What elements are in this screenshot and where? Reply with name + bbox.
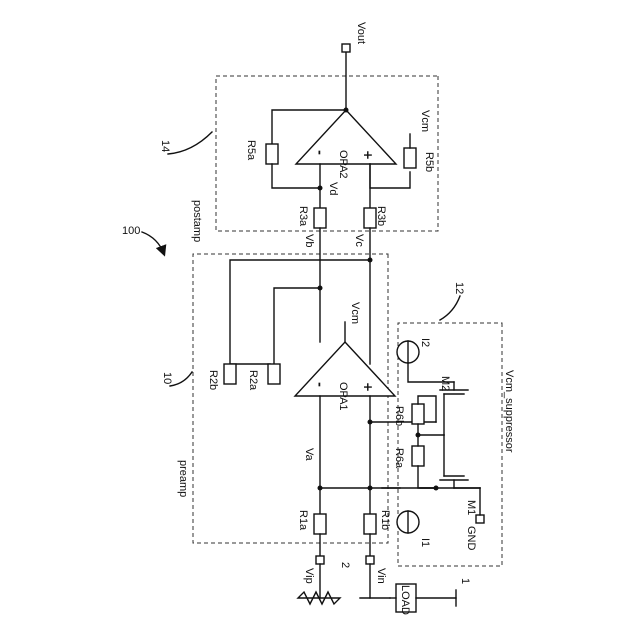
opa2-minus: - [313, 150, 327, 155]
figure-number-label: 100 [122, 225, 140, 237]
vc-suppressor-node [368, 420, 373, 425]
vip-terminal[interactable] [316, 556, 324, 564]
vcm-suppressor-number: 12 [453, 282, 465, 294]
r1b-resistor [364, 514, 376, 534]
gnd-terminal[interactable] [476, 515, 484, 523]
vcm-suppressor-label: Vcm_suppressor [503, 370, 515, 453]
r5a-feedback-wire-bottom [272, 164, 320, 188]
r6b-label: R6b [393, 406, 405, 426]
opa2-vcm-label: Vcm [419, 110, 431, 132]
r5a-resistor [266, 144, 278, 164]
i2-label: I2 [419, 338, 431, 347]
r3b-label: R3b [375, 206, 387, 226]
r3a-resistor [314, 208, 326, 228]
r5b-resistor [404, 148, 416, 168]
r6a-label: R6a [393, 448, 405, 469]
vb-label: Vb [303, 234, 315, 247]
r2b-label: R2b [207, 370, 219, 390]
r6a-wire [418, 466, 436, 488]
opa1-plus: + [361, 382, 375, 392]
vout-label: Vout [355, 22, 367, 44]
preamp-label: preamp [177, 460, 189, 497]
m1-label: M1 [465, 500, 477, 515]
r5a-label: R5a [245, 140, 257, 161]
r2a-resistor [268, 364, 280, 384]
r3a-label: R3a [297, 206, 309, 227]
vin-terminal[interactable] [366, 556, 374, 564]
postamp-number: 14 [159, 140, 171, 152]
r2a-label: R2a [247, 370, 259, 391]
opa2-plus: + [361, 150, 375, 160]
rotated-schematic: preamp 10 postamp 14 Vcm_suppressor 12 V… [159, 22, 515, 615]
vout-terminal[interactable] [342, 44, 350, 52]
r1b-label: R1b [379, 510, 391, 530]
load-label: LOAD [399, 585, 411, 615]
preamp-number: 10 [161, 372, 173, 384]
vin-label: Vin [375, 568, 387, 584]
sense-resistor [298, 592, 340, 604]
va-label: Va [303, 448, 315, 462]
opa1-label: OPA1 [337, 382, 349, 411]
figure-number-arrow [142, 232, 164, 254]
vc-label: Vc [353, 234, 365, 247]
r2b-resistor [224, 364, 236, 384]
postamp-leader [168, 132, 212, 154]
m2-label: M2 [439, 376, 451, 391]
vcm-suppressor-leader [440, 296, 460, 320]
r5b-label: R5b [423, 152, 435, 172]
vd-label: Vd [327, 182, 339, 195]
r1a-label: R1a [297, 510, 309, 531]
opa1-minus: - [313, 382, 327, 387]
sense-resistor-number: 2 [339, 562, 351, 568]
opa2-label: OPA2 [337, 150, 349, 179]
gnd-label: GND [465, 526, 477, 551]
r3b-resistor [364, 208, 376, 228]
r1a-resistor [314, 514, 326, 534]
postamp-label: postamp [191, 200, 203, 242]
preamp-block [193, 254, 388, 543]
r6a-resistor [412, 446, 424, 466]
vip-label: Vip [303, 568, 315, 584]
r6b-resistor [412, 404, 424, 424]
r2a-feedback-wire [274, 288, 320, 364]
opa1-vcm-label: Vcm [349, 302, 361, 324]
load-number: 1 [459, 578, 471, 584]
i1-label: I1 [419, 538, 431, 547]
